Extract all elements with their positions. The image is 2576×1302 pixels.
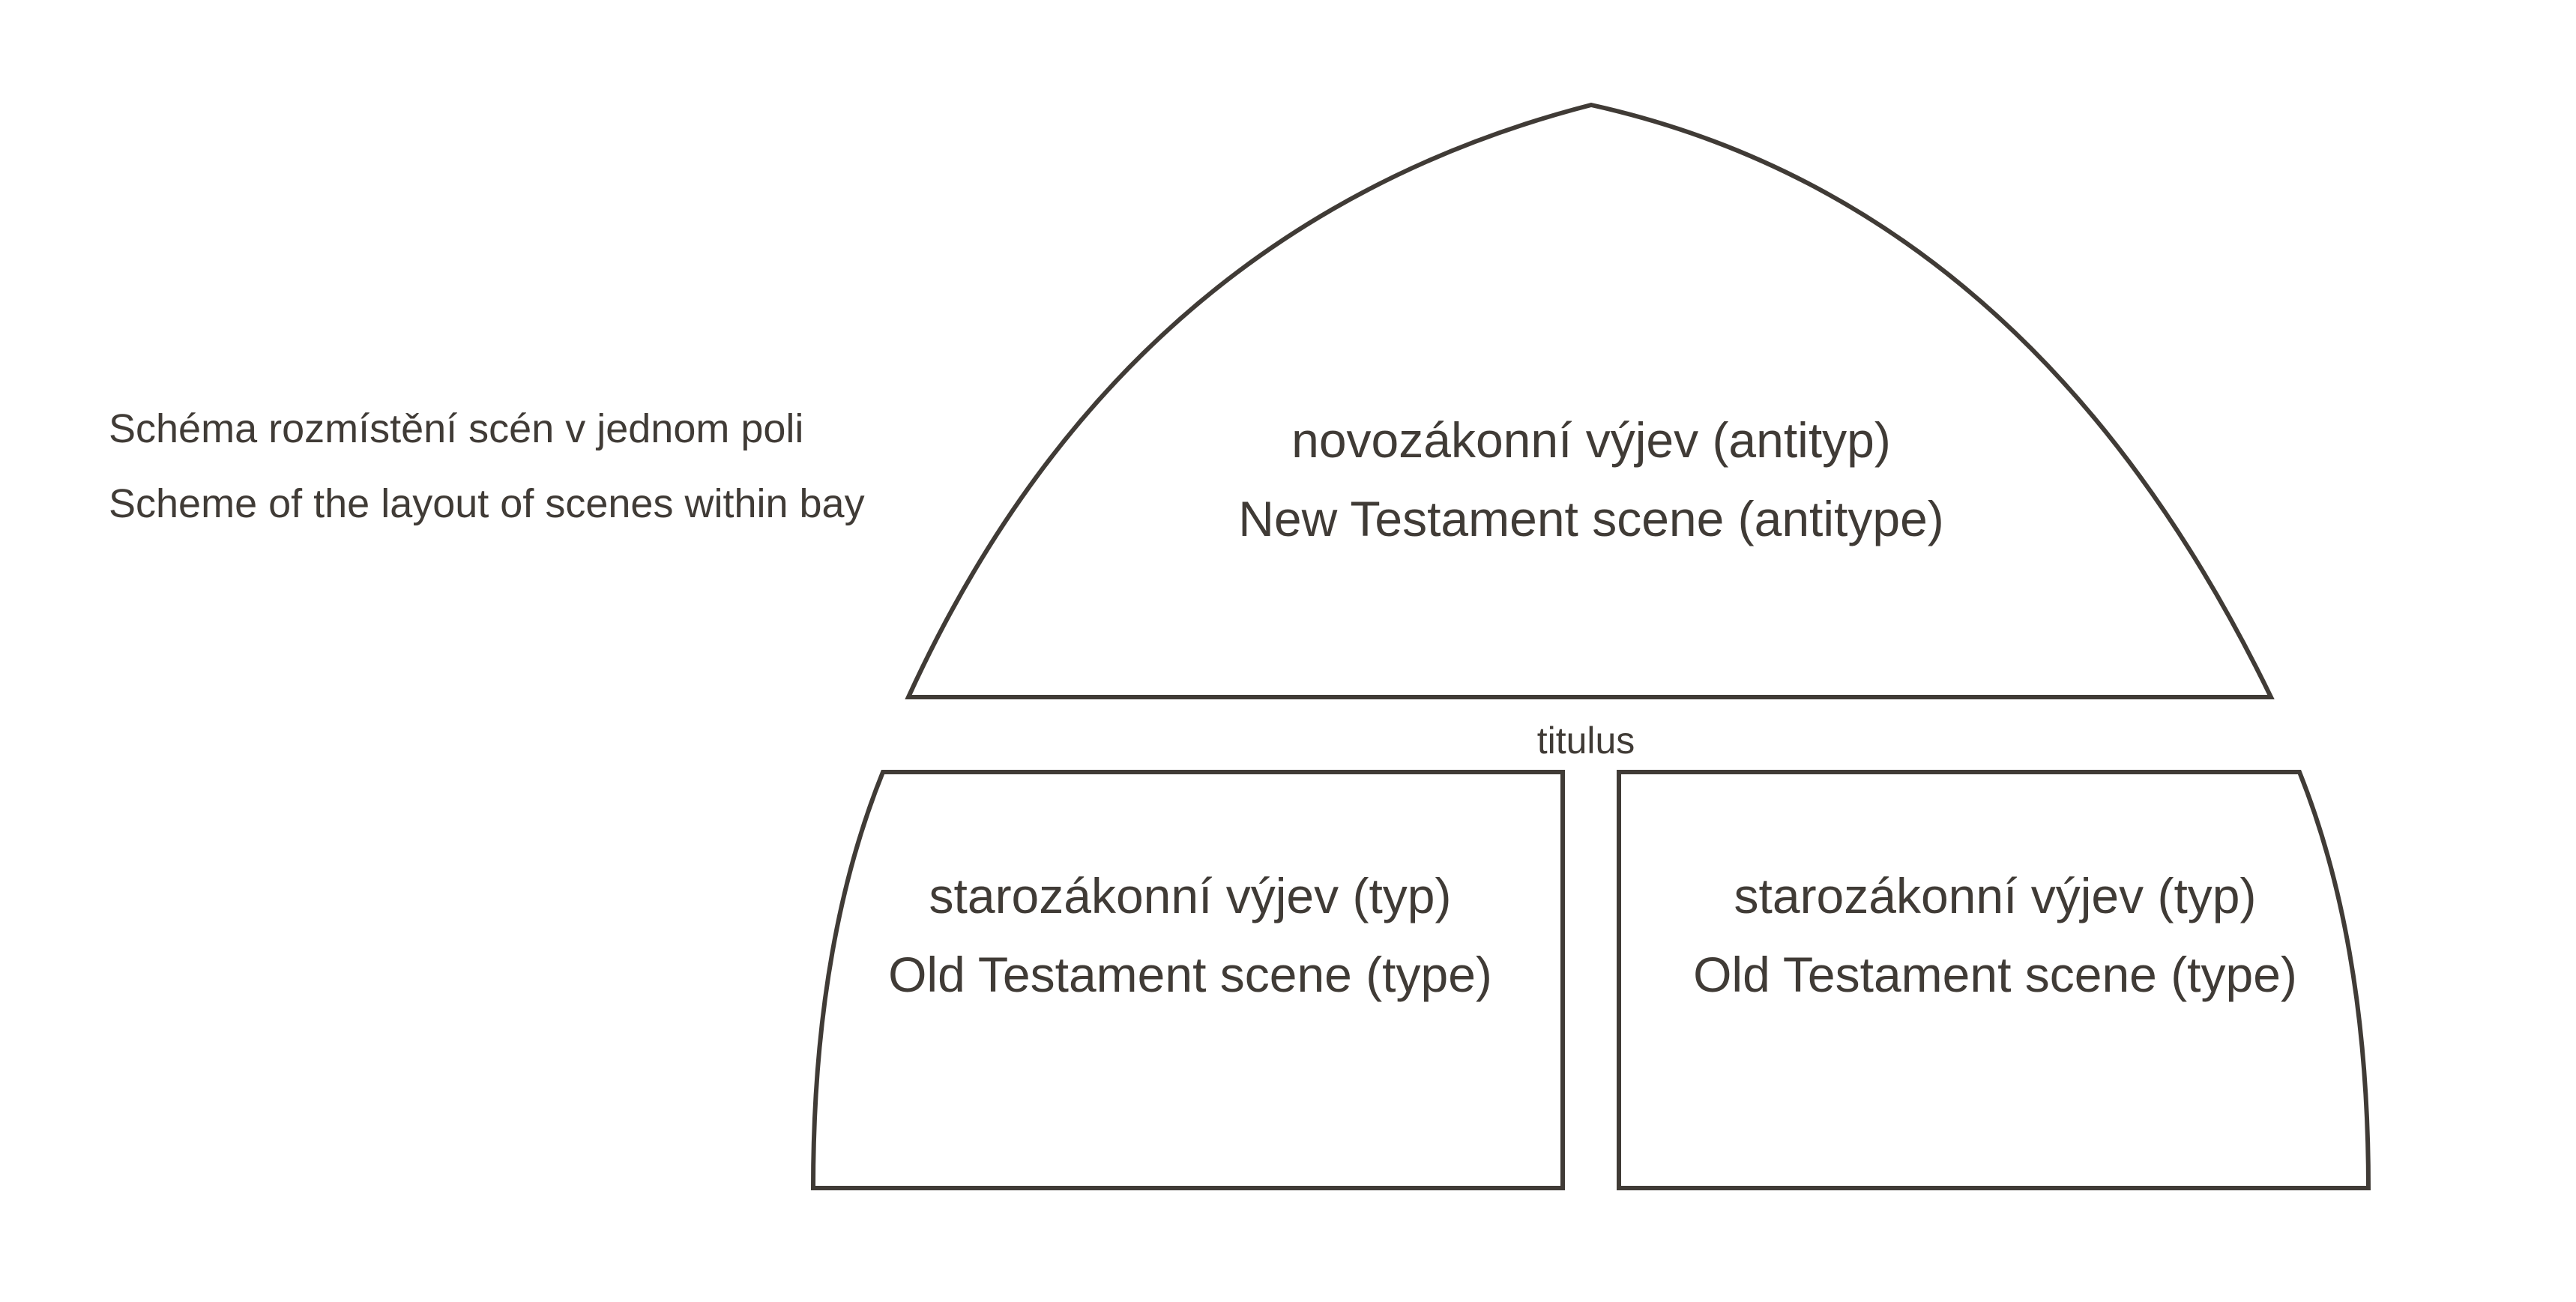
titulus-label: titulus	[1537, 720, 1635, 762]
caption-english: Scheme of the layout of scenes within ba…	[109, 481, 865, 526]
upper-field-czech: novozákonní výjev (antityp)	[1291, 412, 1891, 468]
lower-right-czech: starozákonní výjev (typ)	[1734, 868, 2257, 923]
lower-left-czech: starozákonní výjev (typ)	[929, 868, 1452, 923]
lower-right-field	[1617, 770, 2371, 1190]
lower-right-english: Old Testament scene (type)	[1693, 947, 2297, 1002]
upper-field-english: New Testament scene (antitype)	[1238, 491, 1944, 546]
lower-left-english: Old Testament scene (type)	[888, 947, 1492, 1002]
caption-czech: Schéma rozmístění scén v jednom poli	[109, 406, 803, 451]
lower-left-field	[810, 770, 1565, 1190]
upper-arch-field	[905, 102, 2275, 699]
